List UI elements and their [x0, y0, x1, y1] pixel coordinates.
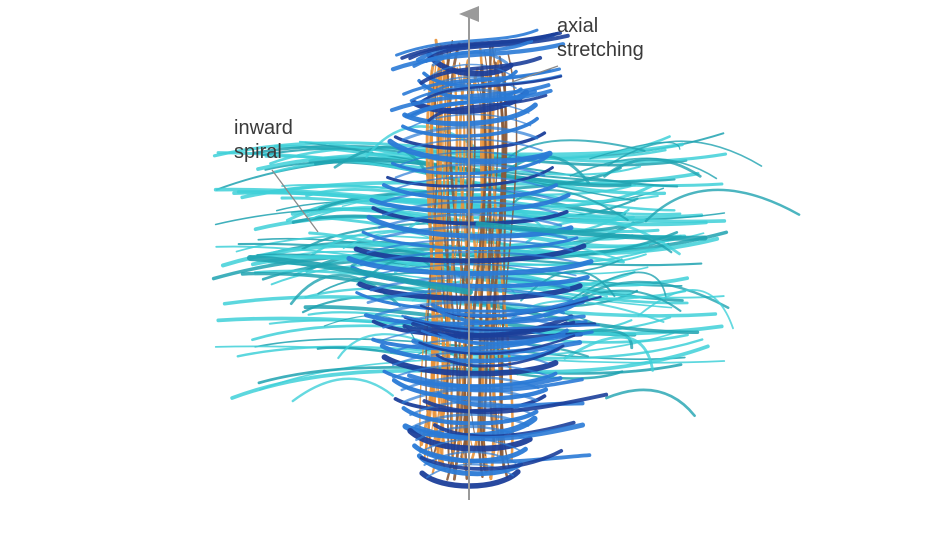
spiral-strand [644, 188, 801, 223]
spiral-strand [365, 125, 484, 159]
helix-coil [435, 344, 565, 368]
spiral-strand [247, 255, 473, 295]
inward-spiral-label: inward spiral [234, 116, 293, 164]
spiral-strand [291, 377, 394, 403]
helix-coil [414, 422, 586, 442]
axial-stretching-label-line1: axial [557, 15, 599, 37]
inward-spiral-pointer-icon [271, 169, 319, 233]
helix-coil [401, 314, 600, 330]
core-strand [450, 64, 476, 472]
spiral-strand [603, 158, 702, 178]
helix-coil [422, 392, 609, 415]
helix-coil [436, 308, 586, 325]
helix-coil [390, 42, 566, 72]
helix-coil [430, 296, 589, 318]
helix-coil [389, 83, 551, 113]
helix-coil [424, 33, 570, 63]
helix-coil [418, 447, 592, 464]
spiral-strand [337, 333, 485, 374]
helix-coil [410, 88, 553, 118]
spiral-strand [605, 388, 696, 418]
helix-coil [395, 28, 539, 57]
spiral-strand [637, 289, 734, 330]
helix-coil [402, 377, 584, 393]
spiral-strand [512, 189, 629, 222]
axial-stretching-label: axial stretching [557, 14, 644, 62]
helix-coil [427, 93, 548, 122]
helix-coil [419, 55, 543, 85]
axial-stretching-pointer-icon [511, 65, 559, 83]
spiral-strand [589, 141, 681, 160]
helix-coil [408, 31, 559, 61]
spiral-strand [508, 139, 646, 159]
helix-coil [420, 329, 566, 344]
spiral-strand [475, 221, 708, 241]
helix-coil [407, 373, 563, 390]
helix-coil [418, 334, 576, 355]
helix-coil [419, 448, 564, 471]
spiral-strand [563, 335, 655, 372]
axial-stretching-label-line2: stretching [557, 39, 644, 61]
inward-spiral-label-line2: spiral [234, 141, 282, 163]
helix-coil [420, 75, 563, 103]
spiral-strand [607, 140, 763, 167]
helix-coil [402, 67, 562, 96]
spiral-strand [520, 270, 616, 302]
inward-spiral-label-line1: inward [234, 117, 293, 139]
spiral-strand [582, 280, 730, 310]
